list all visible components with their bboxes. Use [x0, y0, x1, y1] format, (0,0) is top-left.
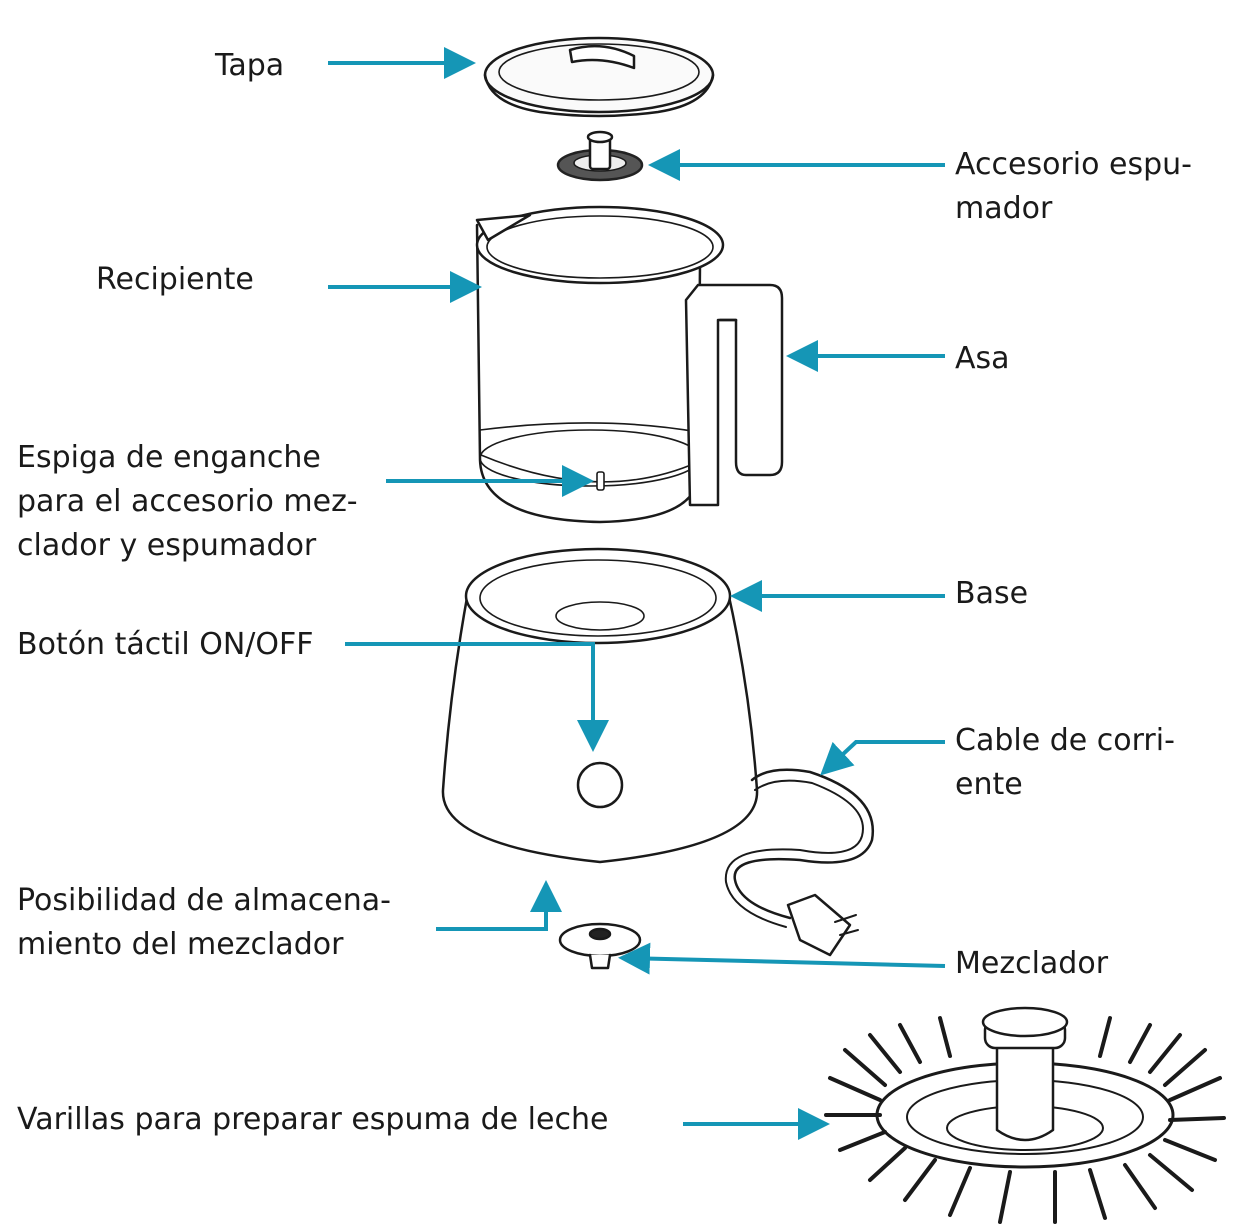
label-accesorio-espumador: Accesorio espu- mador: [955, 143, 1192, 231]
lid-illustration: [483, 36, 715, 118]
label-tapa: Tapa: [215, 44, 284, 88]
label-accesorio-line-2: mador: [955, 191, 1053, 226]
label-tapa-text: Tapa: [215, 48, 285, 83]
label-espiga-line-3: clador y espumador: [17, 528, 317, 563]
label-recipiente-text: Recipiente: [96, 262, 254, 297]
label-boton: Botón táctil ON/OFF: [17, 623, 314, 667]
label-boton-text: Botón táctil ON/OFF: [17, 627, 314, 662]
label-varillas: Varillas para preparar espuma de leche: [17, 1098, 608, 1142]
label-accesorio-line-1: Accesorio espu-: [955, 147, 1192, 182]
label-cable: Cable de corri- ente: [955, 719, 1175, 807]
label-posibilidad-line-2: miento del mezclador: [17, 927, 344, 962]
label-cable-line-1: Cable de corri-: [955, 723, 1175, 758]
label-mezclador: Mezclador: [955, 942, 1108, 986]
frother-attachment-illustration: [556, 130, 644, 182]
label-asa: Asa: [955, 337, 1010, 381]
label-varillas-text: Varillas para preparar espuma de leche: [17, 1102, 609, 1137]
whisk-large-illustration: [824, 1006, 1226, 1224]
jug-illustration: [475, 205, 784, 524]
arrow-cable: [820, 740, 945, 776]
label-cable-line-2: ente: [955, 767, 1023, 802]
label-espiga: Espiga de enganche para el accesorio mez…: [17, 436, 358, 568]
label-base-text: Base: [955, 576, 1029, 611]
base-illustration: [441, 547, 759, 864]
label-recipiente: Recipiente: [96, 258, 254, 302]
label-posibilidad: Posibilidad de almacena- miento del mezc…: [17, 879, 391, 967]
label-base: Base: [955, 572, 1028, 616]
label-mezclador-text: Mezclador: [955, 946, 1109, 981]
arrow-boton: [345, 642, 609, 752]
power-cable-illustration: [724, 768, 875, 957]
label-espiga-line-1: Espiga de enganche: [17, 440, 321, 475]
arrow-posibilidad: [436, 880, 562, 931]
label-asa-text: Asa: [955, 341, 1010, 376]
label-posibilidad-line-1: Posibilidad de almacena-: [17, 883, 391, 918]
label-espiga-line-2: para el accesorio mez-: [17, 484, 358, 519]
arrow-mezclador: [618, 942, 946, 975]
mixer-illustration: [558, 922, 642, 970]
